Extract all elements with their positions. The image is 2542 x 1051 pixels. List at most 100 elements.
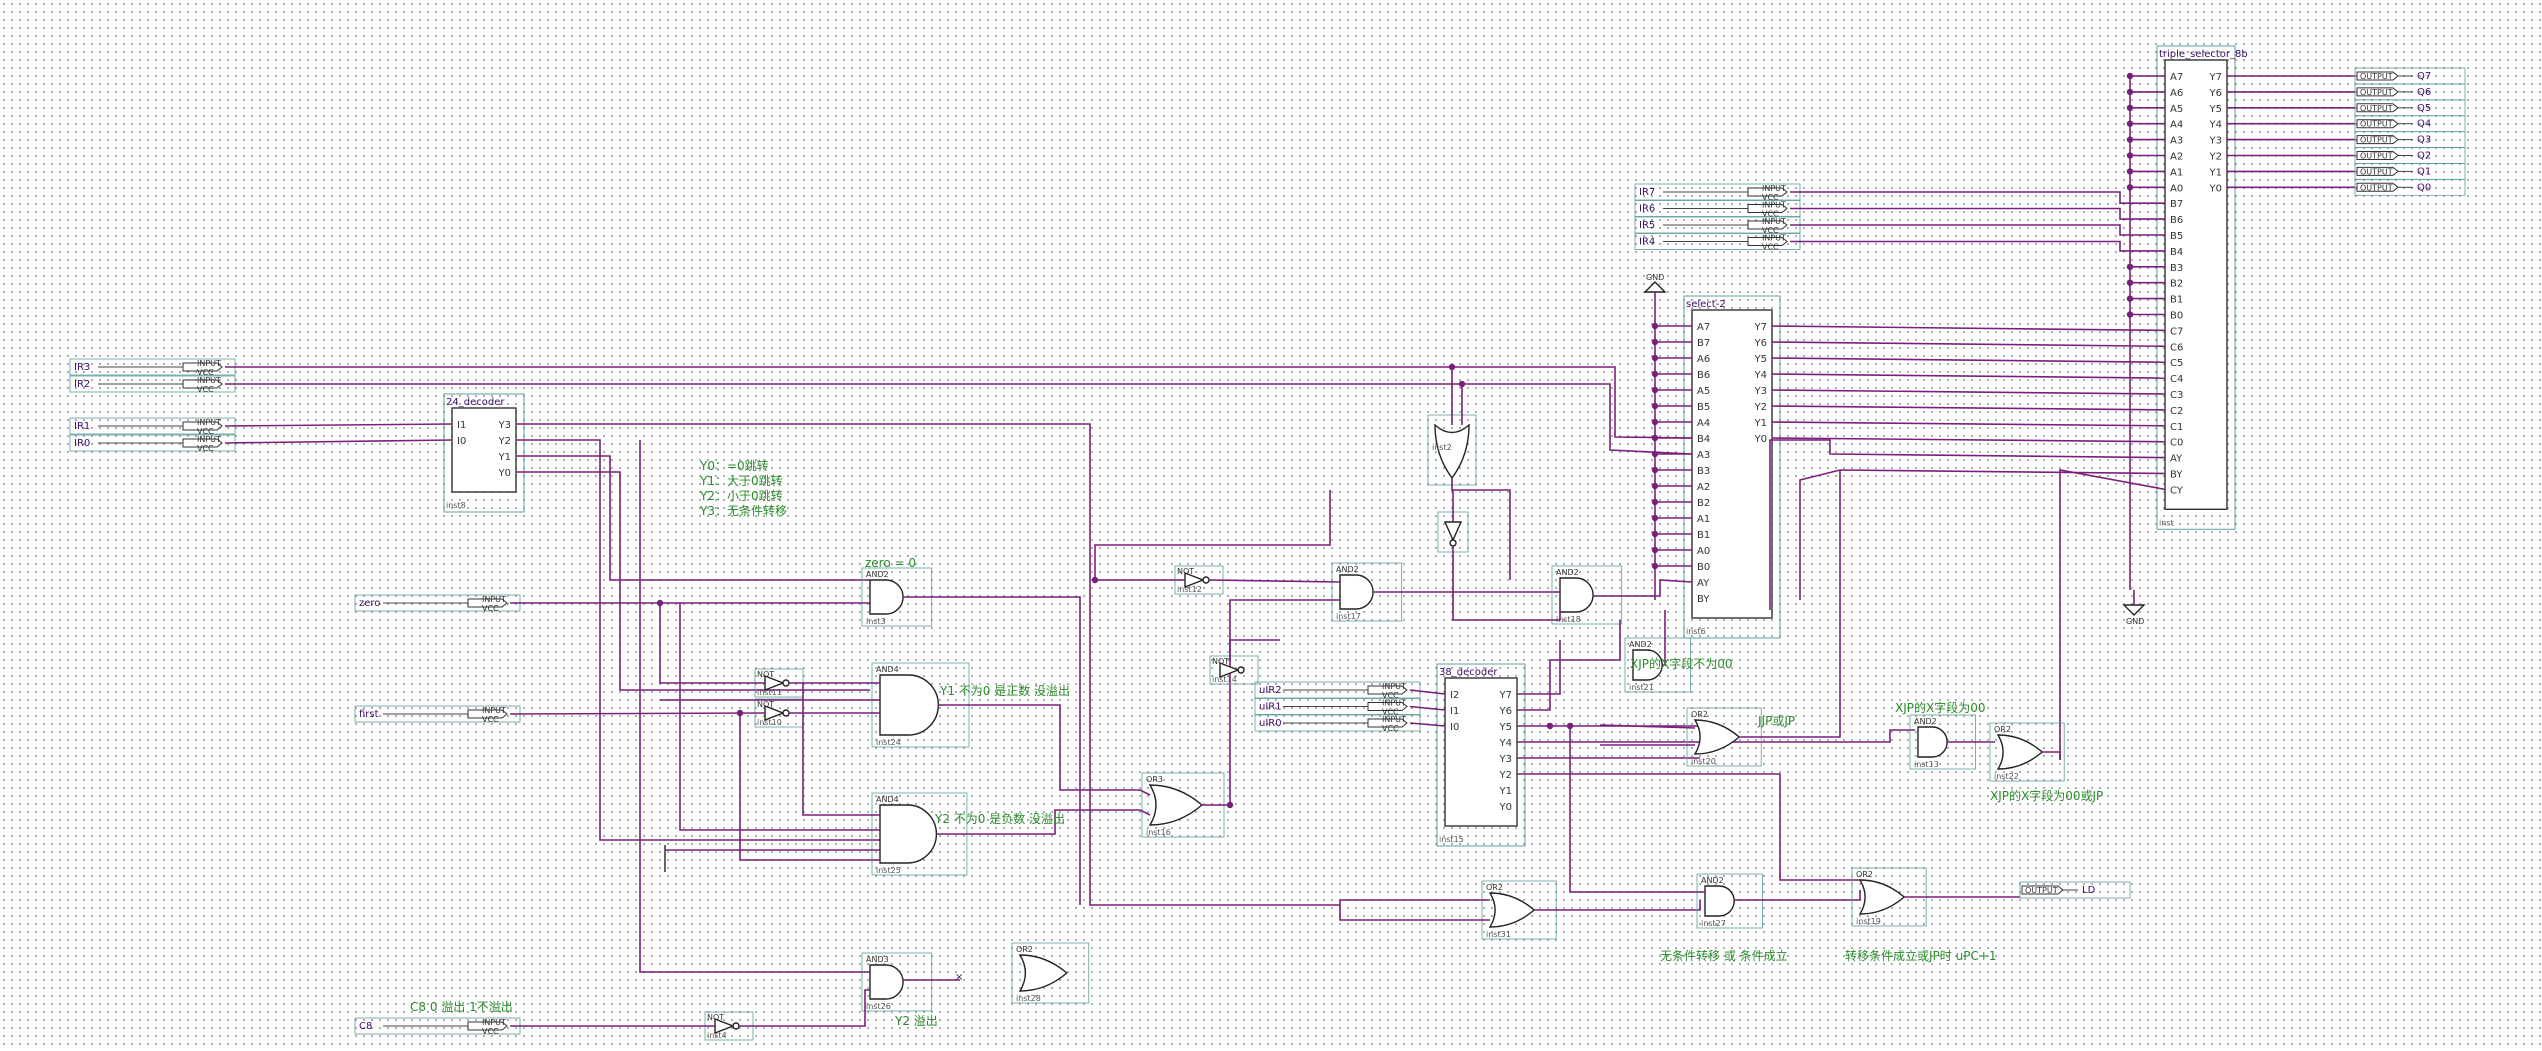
pin-vcc: VCC <box>197 444 214 453</box>
pin-arrow <box>1747 187 1788 197</box>
gate-body <box>869 579 904 615</box>
gnd-label: GND <box>2126 617 2144 626</box>
pin-name: first <box>359 709 379 720</box>
gate-type: AND2 <box>1336 565 1359 574</box>
gate-body <box>1704 885 1735 917</box>
block-output-pin: Y6 <box>1499 706 1512 717</box>
gate-body <box>1018 954 1068 992</box>
junction-dot <box>1651 370 1659 378</box>
pin-vcc: VCC <box>1762 226 1779 235</box>
annotation-zero-eq: zero = 0 <box>865 556 916 570</box>
block-input-pin: B7 <box>2170 199 2183 210</box>
pin-vcc: VCC <box>197 427 214 436</box>
junction-dot <box>1546 722 1554 730</box>
block-input-pin: B5 <box>2170 231 2183 242</box>
wire <box>1771 341 2166 348</box>
pin-kind: OUTPUT <box>2025 886 2058 895</box>
and-gate[interactable]: AND4 inst24 <box>871 662 970 748</box>
block-input-pin: A4 <box>1697 418 1710 429</box>
pin-kind: INPUT <box>1762 234 1786 243</box>
annotation-y2-note: Y2 不为0 是负数 没溢出 <box>934 811 1065 826</box>
block-input-pin: A7 <box>1697 322 1710 333</box>
block-input-pin: I0 <box>1450 722 1459 733</box>
wire <box>1790 224 2165 236</box>
gnd-symbol <box>1643 281 1667 293</box>
block-output-pin: Y0 <box>1754 434 1767 445</box>
gate-body <box>1488 892 1536 928</box>
block-input-pin: A5 <box>1697 386 1710 397</box>
triple-selector-block[interactable]: triple_selector_8bA7A6A5A4A3A2A1A0B7B6B5… <box>2156 45 2248 530</box>
block-title: 24_decoder <box>446 397 505 408</box>
gate-bubble <box>782 679 790 687</box>
select-2-block[interactable]: select-2A7B7A6B6A5B5A4B4A3B3A2B2A1B1A0B0… <box>1683 295 1781 639</box>
junction-dot <box>1651 322 1659 330</box>
pin-kind: OUTPUT <box>2360 104 2393 113</box>
gate-type: NOT <box>1212 657 1229 666</box>
gate-inst: inst26 <box>866 1002 891 1011</box>
block-inst: inst6 <box>1686 627 1706 636</box>
pin-name: Q2 <box>2417 151 2431 162</box>
gate-inst: inst25 <box>876 866 901 875</box>
block-input-pin: B6 <box>2170 215 2183 226</box>
gate-inst: inst28 <box>1016 994 1041 1003</box>
block-output-pin: Y0 <box>498 468 511 479</box>
pin-kind: INPUT <box>1762 184 1786 193</box>
pin-arrow <box>467 709 508 719</box>
pin-kind: INPUT <box>1382 682 1406 691</box>
gate-body <box>1443 521 1463 542</box>
pin-name: Q4 <box>2417 119 2431 130</box>
gate-bubble <box>1449 539 1457 547</box>
gate-type: AND4 <box>876 665 899 674</box>
pin-vcc: VCC <box>1382 724 1399 733</box>
wire <box>1229 599 1340 805</box>
block-input-pin: I0 <box>457 436 466 447</box>
block-output-pin: Y3 <box>498 420 511 431</box>
pin-kind: INPUT <box>197 418 221 427</box>
wire <box>1569 726 1705 893</box>
gate-inst: inst24 <box>876 738 901 747</box>
pin-kind: INPUT <box>1762 201 1786 210</box>
wire <box>1451 478 1511 580</box>
wire <box>1734 890 1861 901</box>
pin-name: Q1 <box>2417 166 2431 177</box>
